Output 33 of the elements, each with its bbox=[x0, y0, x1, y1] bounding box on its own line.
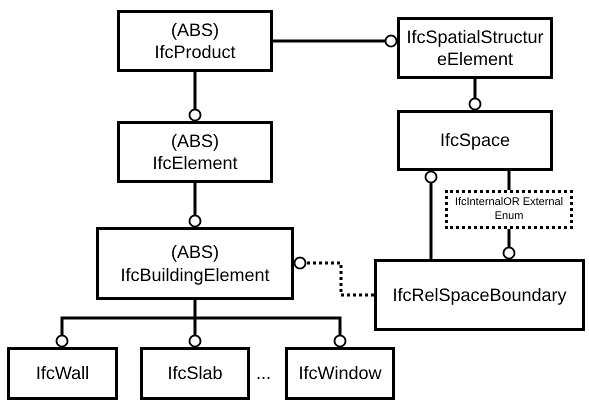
connector-line bbox=[424, 170, 438, 259]
entity-box bbox=[397, 110, 553, 171]
entity-box bbox=[140, 347, 250, 400]
connector-line bbox=[273, 34, 398, 48]
entity-name: (ABS) bbox=[170, 18, 219, 41]
connector-line bbox=[508, 171, 510, 190]
entity-box bbox=[117, 10, 273, 72]
entity-name: IfcWall bbox=[36, 362, 90, 385]
connector-line bbox=[294, 256, 374, 296]
entity-box bbox=[445, 190, 573, 229]
entity-name: IfcRelSpaceBoundary bbox=[392, 284, 567, 306]
entity-name: IfcSlab bbox=[167, 362, 223, 385]
connector-line bbox=[502, 229, 516, 260]
entity-name: IfcBuildingElement bbox=[120, 264, 270, 286]
entity-box bbox=[96, 227, 294, 300]
entity-name: IfcElement bbox=[152, 152, 238, 174]
entity-name: (ABS) bbox=[170, 241, 219, 264]
entity-box bbox=[7, 347, 118, 400]
entity-name: IfcSpace bbox=[440, 129, 510, 152]
entity-box bbox=[374, 259, 585, 331]
entity-name: (ABS) bbox=[170, 130, 219, 152]
entity-box bbox=[285, 347, 395, 400]
entity-name: IfcSpatialStructureElement bbox=[405, 26, 545, 70]
connector-line bbox=[194, 300, 346, 348]
entity-box bbox=[397, 17, 553, 79]
connector-line bbox=[188, 72, 202, 122]
entity-name: IfcInternalOR ExternalEnum bbox=[454, 196, 564, 223]
entity-box bbox=[117, 121, 273, 183]
entity-name: IfcProduct bbox=[154, 41, 236, 64]
connector-line bbox=[468, 79, 482, 110]
ellipsis-label: ... bbox=[256, 362, 272, 385]
connector-line bbox=[188, 183, 202, 228]
entity-name: IfcWindow bbox=[298, 362, 382, 385]
